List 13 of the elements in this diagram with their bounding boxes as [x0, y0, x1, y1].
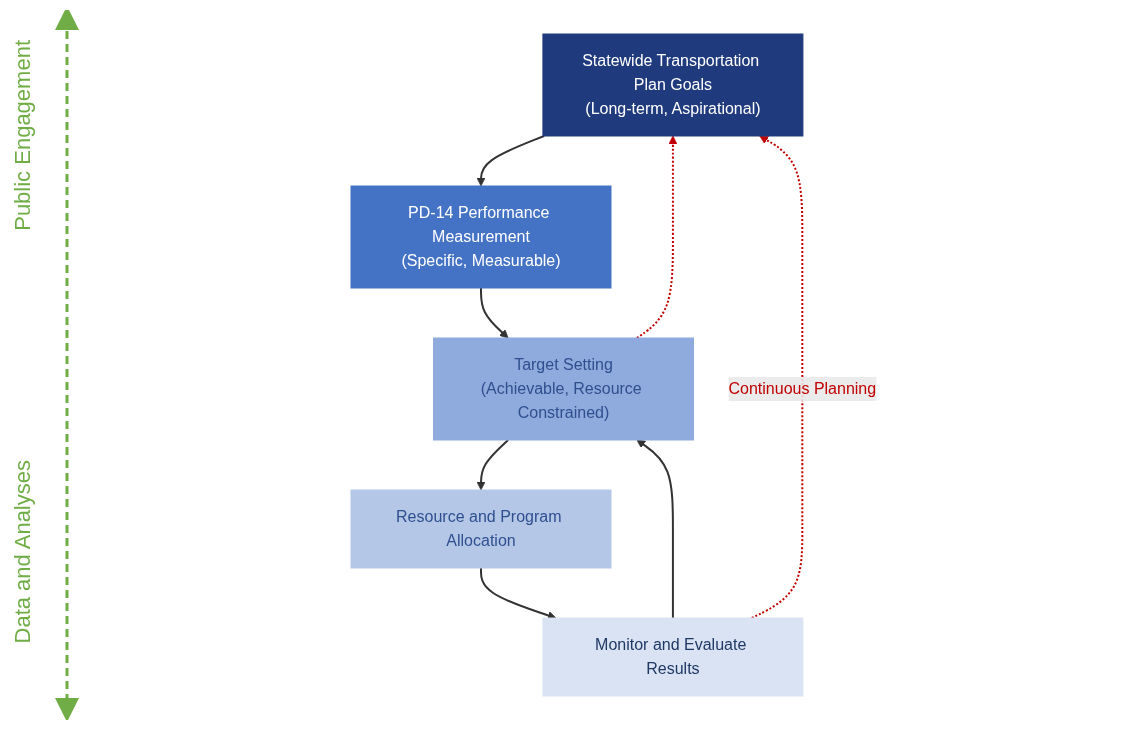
arrow: [636, 135, 678, 339]
node-box: Statewide Transportation Plan Goals (Long-term, Aspirational): [542, 33, 804, 136]
side-label: Public Engagement: [10, 40, 36, 231]
side-label: Data and Analyses: [10, 460, 36, 644]
node-box: Resource and Program Allocation: [350, 489, 612, 568]
arrow: [480, 286, 509, 338]
arrow: [477, 134, 546, 186]
node-box: PD-14 Performance Measurement (Specific, Measurable): [350, 185, 612, 288]
arrow: [477, 438, 510, 490]
node-box: Monitor and Evaluate Results: [542, 617, 804, 696]
edge-label: Continuous Planning: [728, 379, 877, 397]
arrow: [636, 439, 675, 619]
node-box: Target Setting (Achievable, Resource Constrained): [433, 337, 695, 440]
